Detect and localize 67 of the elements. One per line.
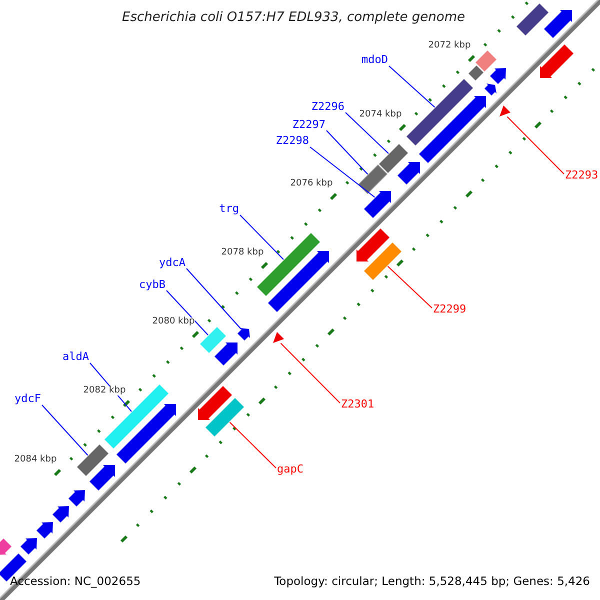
gene-bar bbox=[516, 4, 548, 36]
gene-label: aldA bbox=[62, 351, 89, 362]
gene-label: Z2298 bbox=[276, 135, 309, 146]
gene-feature bbox=[419, 96, 486, 163]
gene-feature bbox=[68, 490, 85, 506]
gene-bar bbox=[379, 144, 408, 173]
gene-bar bbox=[476, 50, 496, 72]
gene-feature bbox=[356, 228, 390, 262]
gene-label: Z2301 bbox=[341, 398, 374, 410]
gene-feature bbox=[490, 68, 506, 84]
leader-line bbox=[280, 342, 340, 404]
leader-line bbox=[42, 404, 88, 456]
gene-label: Z2299 bbox=[433, 304, 466, 315]
leader-line bbox=[345, 112, 389, 154]
gene-feature bbox=[398, 162, 420, 184]
gene-bar bbox=[358, 164, 388, 194]
gene-bar bbox=[406, 79, 473, 146]
gene-feature bbox=[364, 191, 391, 218]
gene-feature bbox=[90, 465, 115, 490]
scale-label: 2078 kbp bbox=[221, 248, 264, 257]
gene-label: mdoD bbox=[362, 54, 388, 65]
gene-bar bbox=[200, 327, 226, 353]
gene-feature bbox=[52, 506, 69, 522]
gene-bar bbox=[77, 444, 108, 476]
gene-bar bbox=[206, 398, 244, 436]
genome-summary: Topology: circular; Length: 5,528,445 bp; Genes: 5,426 bbox=[274, 576, 590, 588]
gene-label: ydcA bbox=[159, 256, 186, 268]
gene-triangle bbox=[273, 332, 284, 343]
leader-line bbox=[388, 66, 436, 108]
gene-feature bbox=[214, 342, 238, 366]
accession-text: Accession: NC_002655 bbox=[10, 576, 141, 588]
gene-feature bbox=[268, 251, 329, 312]
gene-label: Z2296 bbox=[311, 100, 344, 112]
gene-feature bbox=[544, 10, 572, 38]
leader-line bbox=[387, 266, 432, 308]
gene-feature bbox=[0, 538, 12, 555]
scale-label: 2074 kbp bbox=[359, 110, 402, 119]
gene-bar bbox=[364, 242, 402, 280]
leader-line bbox=[326, 130, 368, 175]
leader-line bbox=[229, 422, 276, 468]
scale-label: 2076 kbp bbox=[290, 179, 333, 188]
leader-line bbox=[166, 290, 208, 336]
gene-feature bbox=[238, 328, 250, 340]
map-title: Escherichia coli O157:H7 EDL933, complete genome bbox=[122, 11, 465, 24]
leader-line bbox=[310, 146, 376, 198]
gene-feature bbox=[116, 404, 176, 464]
gene-label: Z2297 bbox=[292, 118, 326, 130]
gene-feature bbox=[36, 522, 53, 538]
gene-feature bbox=[198, 386, 232, 420]
leader-line bbox=[240, 214, 284, 260]
leader-line bbox=[506, 116, 564, 174]
gene-label: trg bbox=[219, 203, 239, 214]
gene-feature bbox=[20, 538, 37, 554]
gene-bar bbox=[104, 384, 168, 448]
scale-label: 2080 kbp bbox=[152, 317, 195, 326]
gene-label: gapC bbox=[277, 464, 304, 475]
scale-label: 2082 kbp bbox=[83, 386, 126, 395]
leader-line bbox=[186, 268, 242, 330]
gene-label: ydcF bbox=[14, 393, 41, 404]
gene-feature bbox=[540, 44, 574, 78]
gene-triangle bbox=[500, 106, 510, 116]
gene-bar bbox=[468, 66, 484, 80]
scale-label: 2084 kbp bbox=[14, 455, 57, 464]
gene-label: cybB bbox=[139, 278, 166, 290]
gene-label: Z2293 bbox=[565, 170, 598, 181]
gene-feature bbox=[484, 84, 496, 96]
scale-label: 2072 kbp bbox=[428, 41, 471, 50]
